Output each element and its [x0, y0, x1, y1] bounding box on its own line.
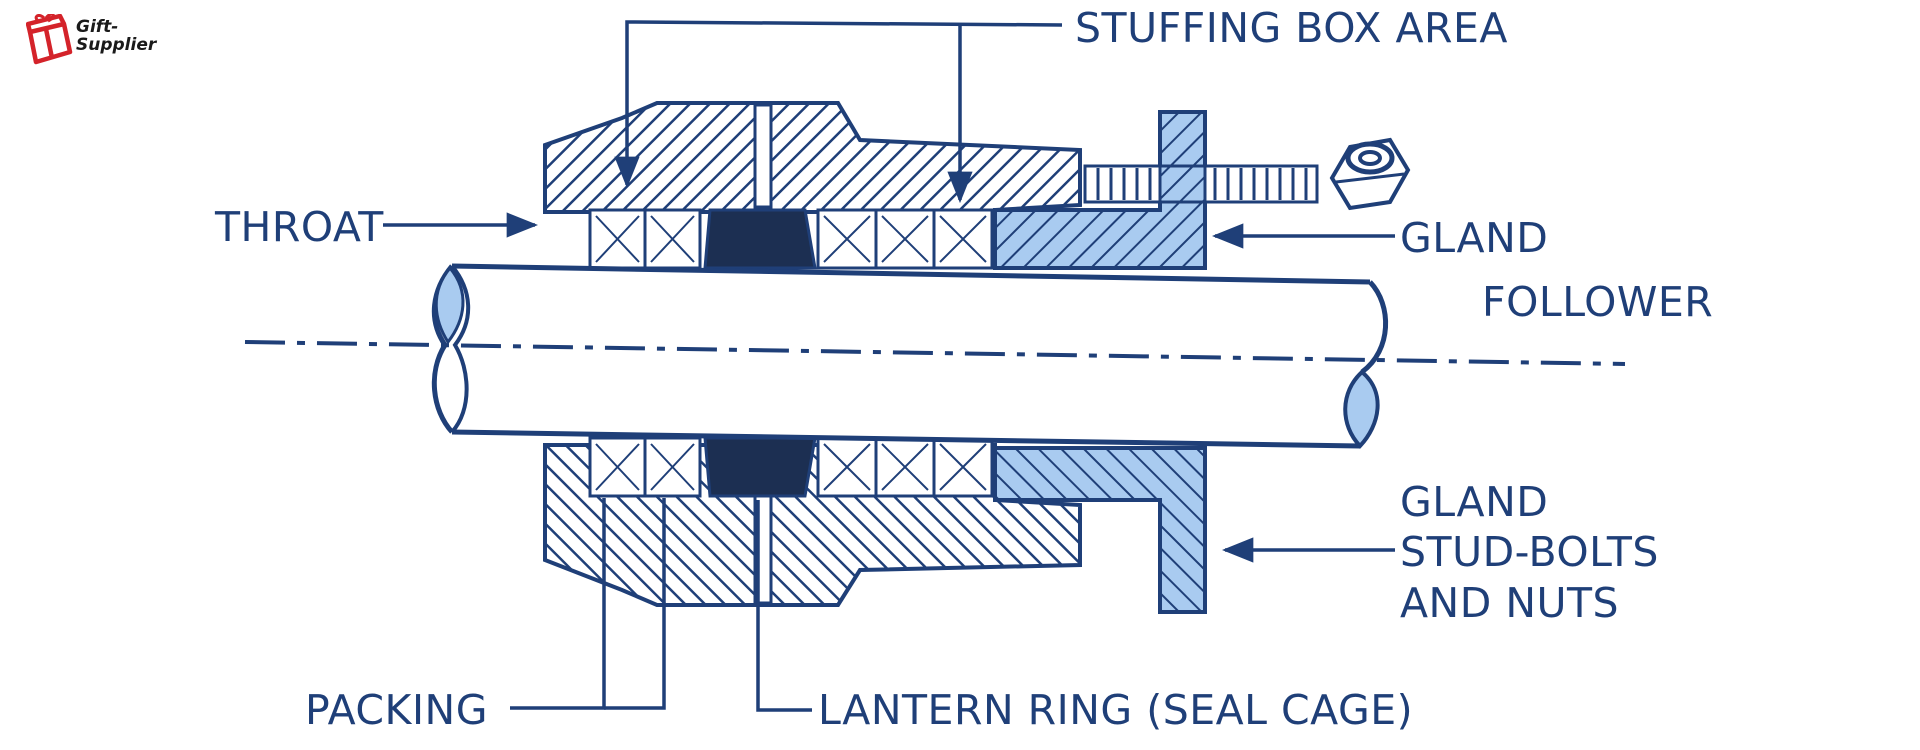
- packing-ring: [588, 208, 647, 270]
- label-and-nuts: AND NUTS: [1400, 579, 1620, 627]
- packing-ring: [874, 208, 936, 270]
- packing-ring: [643, 208, 702, 270]
- label-follower: FOLLOWER: [1482, 278, 1714, 326]
- label-gland-2: GLAND: [1400, 478, 1549, 526]
- packing-ring: [816, 436, 878, 498]
- label-gland: GLAND: [1400, 214, 1549, 262]
- upper-stuffing-box-housing: [543, 101, 1082, 214]
- packing-ring: [932, 208, 994, 270]
- packing-ring: [643, 436, 702, 498]
- leader-lantern-ring: [756, 500, 812, 712]
- packing-ring: [588, 436, 647, 498]
- packing-ring: [816, 208, 878, 270]
- lower-lantern-ring: [703, 436, 817, 498]
- gland-stud-bolt: [1083, 164, 1319, 204]
- gift-supplier-logo: Gift- Supplier: [25, 12, 206, 70]
- gift-box-icon: [25, 12, 73, 65]
- logo-wordmark: Gift- Supplier: [76, 18, 156, 54]
- logo-line-1: Gift-: [76, 17, 119, 37]
- lower-packing-rings: [588, 436, 994, 498]
- upper-lantern-ring: [703, 208, 817, 270]
- upper-lantern-port: [753, 103, 773, 209]
- upper-gland-follower: [993, 110, 1207, 270]
- packing-ring: [932, 436, 994, 498]
- label-throat: THROAT: [215, 203, 384, 251]
- label-packing: PACKING: [305, 686, 488, 734]
- upper-packing-rings: [588, 208, 994, 270]
- leader-stuffing-box-left: [614, 20, 1063, 189]
- logo-line-2: Supplier: [76, 35, 157, 55]
- shaft-end-left: [434, 265, 465, 345]
- shaft: [431, 263, 1389, 449]
- packing-ring: [874, 436, 936, 498]
- shaft-end-right: [1343, 369, 1380, 449]
- label-stud-bolts: STUD-BOLTS: [1400, 528, 1659, 576]
- hex-nut-icon: [1329, 137, 1411, 211]
- shaft-centerline: [244, 340, 1626, 366]
- leader-packing-2: [604, 498, 666, 710]
- label-stuffing-box-area: STUFFING BOX AREA: [1075, 4, 1508, 52]
- leader-lines: [383, 20, 1395, 712]
- lower-gland-follower: [993, 446, 1207, 614]
- label-lantern-ring: LANTERN RING (SEAL CAGE): [818, 686, 1414, 734]
